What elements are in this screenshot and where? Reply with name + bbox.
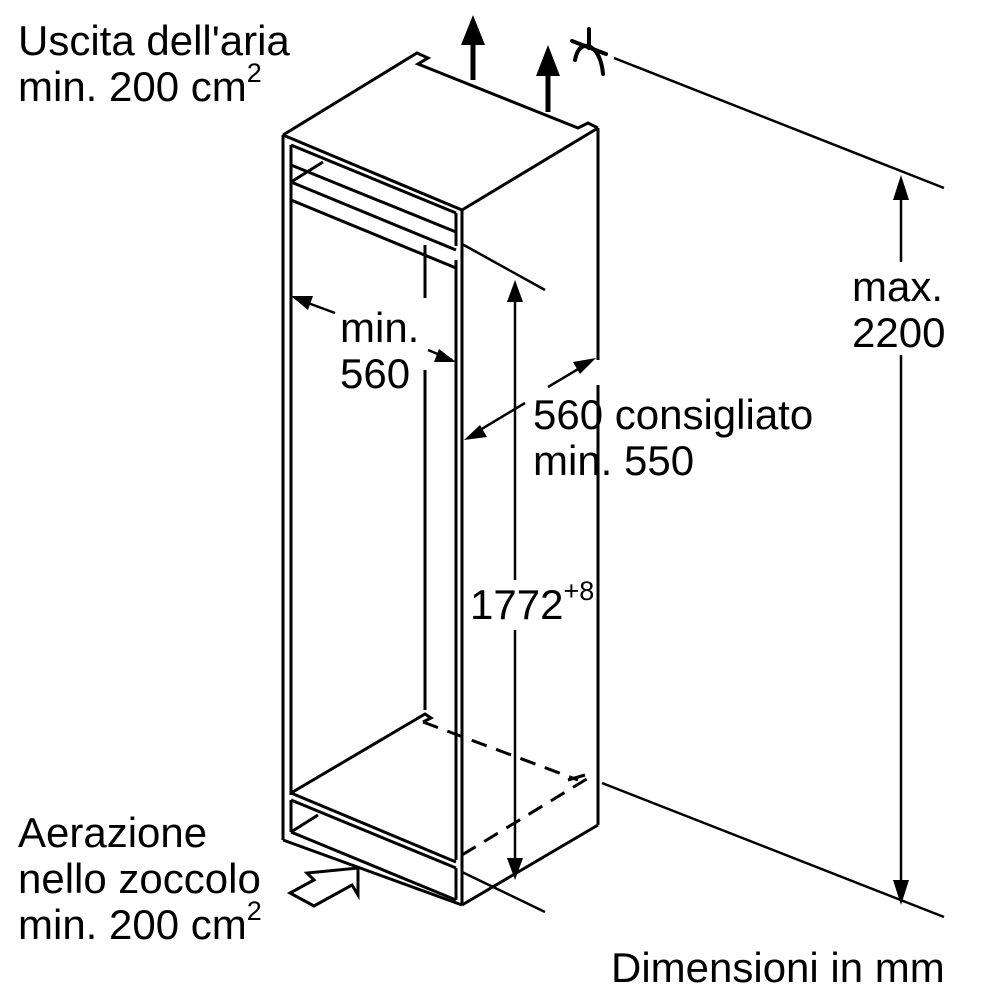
plinth-ventilation-line3: min. 200 cm2 [18, 898, 262, 948]
air-outlet-superscript: 2 [246, 58, 262, 88]
niche-depth-label: 560 consigliato min. 550 [533, 392, 813, 484]
cabinet-top [282, 51, 599, 212]
max-height-label: max. 2200 [852, 264, 945, 356]
niche-width-line1: min. [340, 304, 420, 351]
plinth-ventilation-line1: Aerazione [18, 809, 208, 856]
extension-lines [461, 56, 945, 919]
air-outlet-line1: Uscita dell'aria [18, 17, 290, 64]
ceiling-angle-icon [570, 27, 608, 76]
niche-width-value: 560 [340, 350, 411, 397]
niche-height-label: 1772+8 [470, 578, 594, 628]
niche-height-tolerance: +8 [563, 576, 595, 606]
air-outlet-label: Uscita dell'aria min. 200 cm2 [18, 18, 290, 110]
cabinet-bottom [282, 712, 599, 907]
hollow-arrow-icon [286, 866, 360, 908]
air-outlet-line2: min. 200 cm2 [18, 60, 290, 110]
units-note: Dimensioni in mm [611, 944, 945, 991]
plinth-ventilation-superscript: 2 [246, 896, 262, 926]
cabinet-left-frame [281, 135, 457, 840]
niche-depth-line2: min. 550 [533, 437, 695, 484]
hidden-lines [422, 720, 591, 857]
arrow-up-icon [536, 45, 560, 112]
plinth-ventilation-area: min. 200 cm [18, 901, 247, 948]
niche-width-label: min. 560 [340, 305, 419, 397]
arrow-up-icon [461, 15, 485, 80]
plinth-ventilation-label: Aerazione nello zoccolo min. 200 cm2 [18, 810, 262, 948]
hidden-corner [567, 773, 586, 782]
air-outlet-area: min. 200 cm [18, 63, 247, 110]
max-height-line1: max. [852, 263, 944, 310]
cabinet-front-edge [454, 210, 464, 905]
max-height-value: 2200 [852, 309, 946, 356]
niche-depth-line1: 560 consigliato [533, 391, 814, 438]
niche-height-value: 1772 [470, 581, 564, 628]
plinth-ventilation-line2: nello zoccolo [18, 855, 261, 902]
arrowheads [291, 175, 909, 905]
